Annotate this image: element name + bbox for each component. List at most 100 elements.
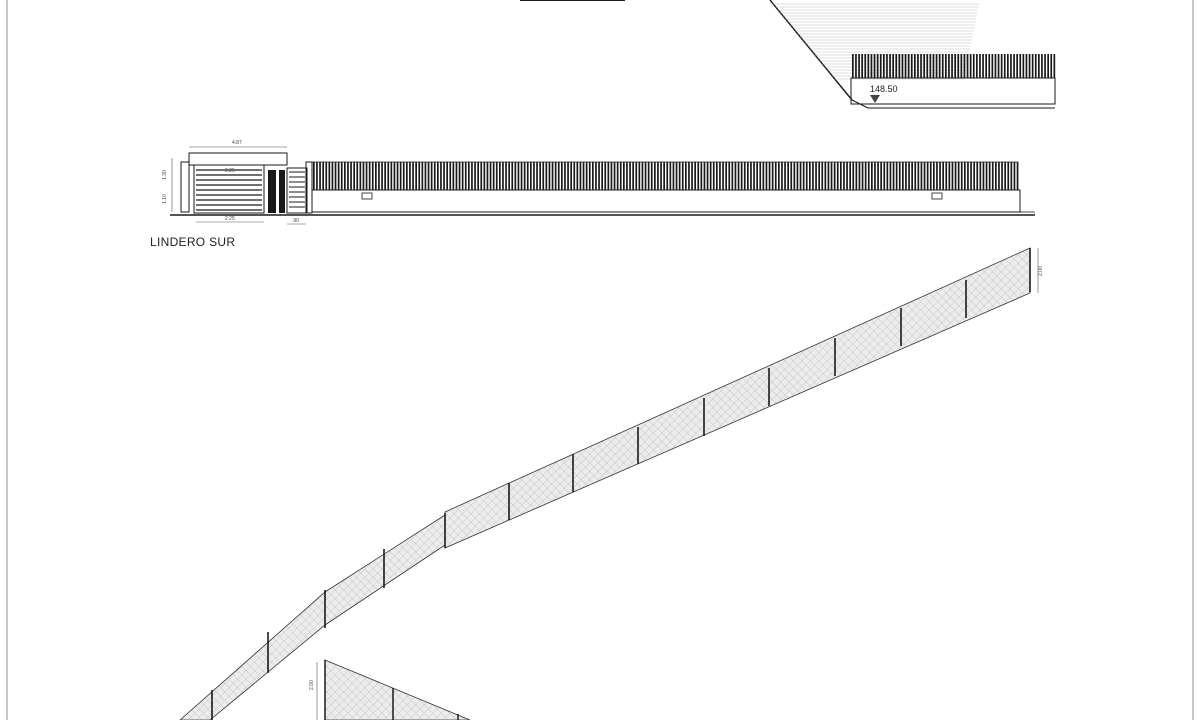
lindero-sur-elevation: 1.30 1.10 4.87 2.25 2.25 .90 [150, 140, 1035, 249]
wall-bar [877, 162, 879, 190]
top-wall-bar [1044, 54, 1046, 78]
wall-bar [815, 162, 817, 190]
wall-bar [874, 162, 876, 190]
wall-bar [353, 162, 355, 190]
pedestrian-gate-slats [289, 171, 305, 208]
wall-bar [768, 162, 771, 190]
wall-bar [347, 162, 349, 190]
wall-bar [554, 162, 557, 190]
wall-bar [818, 162, 820, 190]
wall-bar [933, 162, 935, 190]
wall-bar [712, 162, 715, 190]
gate-post [268, 170, 276, 213]
wall-bar [424, 162, 427, 190]
top-wall-bar [917, 54, 919, 78]
top-wall-bar [997, 54, 1000, 78]
wall-bar [985, 162, 988, 190]
wall-bar [675, 162, 678, 190]
wall-bar [433, 162, 436, 190]
gate-post-2 [279, 170, 285, 213]
ped-gate-dim: .90 [292, 218, 299, 224]
wall-bar [778, 162, 780, 190]
top-wall-bar [982, 54, 984, 78]
wall-bar [319, 162, 321, 190]
page-edge-right [1192, 0, 1194, 720]
wall-bar [585, 162, 588, 190]
wall-bar [700, 162, 703, 190]
wall-bar [889, 162, 892, 190]
wall-bar [706, 162, 709, 190]
wall-bar [561, 162, 563, 190]
top-wall-bar [960, 54, 963, 78]
top-wall-bar [1016, 54, 1018, 78]
fence-mesh-panel-upper [444, 247, 1031, 549]
wall-bar [461, 162, 464, 190]
wall-bar [564, 162, 566, 190]
wall-bar [616, 162, 619, 190]
wall-bar [334, 162, 337, 190]
top-wall-bar [1038, 54, 1040, 78]
wall-bar [895, 162, 898, 190]
wall-bar [480, 162, 483, 190]
wall-bar [390, 162, 393, 190]
wall-bar [387, 162, 390, 190]
wall-bar [607, 162, 610, 190]
wall-bar [756, 162, 758, 190]
wall-bar [477, 162, 479, 190]
top-wall-box [850, 77, 1056, 105]
wall-bar [548, 162, 551, 190]
wall-bar [489, 162, 492, 190]
lower-mesh-fence: 2.00 [309, 659, 471, 720]
gate-lintel [188, 152, 288, 166]
wall-bar [911, 162, 913, 190]
top-wall-bar [1053, 54, 1056, 78]
wall-bar [536, 162, 538, 190]
wall-bar [393, 162, 396, 190]
top-wall-bar [904, 54, 907, 78]
wall-bar [970, 162, 972, 190]
fence-posts [211, 248, 1031, 720]
top-wall-bar [923, 54, 925, 78]
gate-slats [196, 169, 262, 211]
wall-bar [805, 162, 808, 190]
wall-bar [802, 162, 805, 190]
wall-bar [855, 162, 858, 190]
wall-bar [340, 162, 343, 190]
wall-bar [908, 162, 910, 190]
wall-bar [836, 162, 839, 190]
wall-bar [520, 162, 523, 190]
top-wall-bar [910, 54, 913, 78]
wall-bar [846, 162, 848, 190]
wall-bar [359, 162, 362, 190]
top-wall-bar [870, 54, 873, 78]
wall-bar [1013, 162, 1016, 190]
top-wall-bar [979, 54, 981, 78]
wall-bar [759, 162, 762, 190]
right-gate-column [305, 161, 313, 214]
wall-bar [954, 162, 957, 190]
wall-bar [427, 162, 430, 190]
height-upper-dim: 1.30 [162, 170, 168, 180]
wall-bar [604, 162, 607, 190]
wall-bar [657, 162, 659, 190]
gate-width-dim: 4.87 [232, 140, 242, 146]
wall-bar [654, 162, 656, 190]
wall-bar [499, 162, 501, 190]
wall-bar [375, 162, 377, 190]
top-wall-bar [945, 54, 947, 78]
top-wall-bar [994, 54, 997, 78]
left-column [180, 161, 190, 213]
wall-bar [942, 162, 944, 190]
lower-fence-mesh [324, 659, 471, 720]
wall-bar [570, 162, 572, 190]
top-wall-bar [1007, 54, 1009, 78]
top-wall-bar [929, 54, 932, 78]
top-wall-bar [920, 54, 922, 78]
wall-bar [483, 162, 486, 190]
top-wall-bar [1041, 54, 1043, 78]
wall-bar [734, 162, 737, 190]
wall-bar [849, 162, 851, 190]
wall-bar [638, 162, 641, 190]
wall-bar [1007, 162, 1010, 190]
wall-bar [709, 162, 712, 190]
